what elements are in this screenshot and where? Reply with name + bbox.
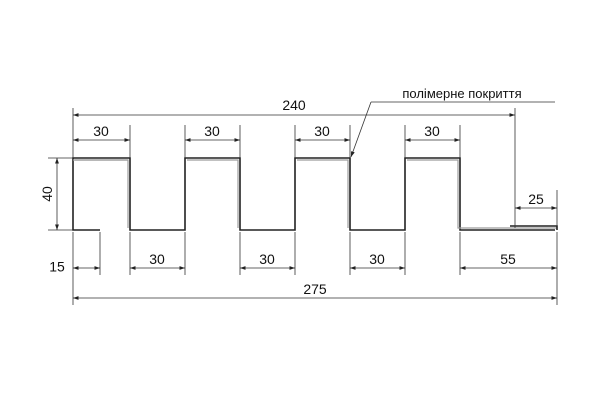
coating-callout-label: полімерне покриття [402, 86, 521, 101]
sheet-profile [72, 157, 558, 231]
profile-outline [72, 157, 555, 231]
dim-top-segment: 30 [204, 123, 220, 139]
dim-bottom-segment: 30 [259, 251, 275, 267]
dimensions-bottom-segments: 15 30 30 30 55 [49, 251, 557, 275]
dimension-top-overall: 240 [73, 97, 515, 117]
dim-bottom-overall-value: 275 [303, 281, 327, 297]
dim-bottom-segment: 30 [149, 251, 165, 267]
dim-top-segment: 30 [93, 123, 109, 139]
dimension-flange: 25 [515, 191, 557, 210]
dimensions-top-segments: 30 30 30 30 [73, 123, 460, 142]
dim-top-overall-value: 240 [282, 97, 306, 113]
dim-top-segment: 30 [314, 123, 330, 139]
dim-height-value: 40 [39, 186, 55, 202]
dim-bottom-segment: 30 [369, 251, 385, 267]
dim-bottom-end-value: 55 [500, 251, 516, 267]
coating-callout: полімерне покриття [350, 86, 555, 158]
dim-flange-value: 25 [528, 191, 544, 207]
coating-outline [75, 159, 557, 229]
extension-lines [48, 108, 558, 305]
dim-top-segment: 30 [424, 123, 440, 139]
dimension-height: 40 [39, 158, 59, 230]
dimension-bottom-overall: 275 [73, 281, 557, 300]
dim-bottom-start-value: 15 [49, 259, 65, 275]
